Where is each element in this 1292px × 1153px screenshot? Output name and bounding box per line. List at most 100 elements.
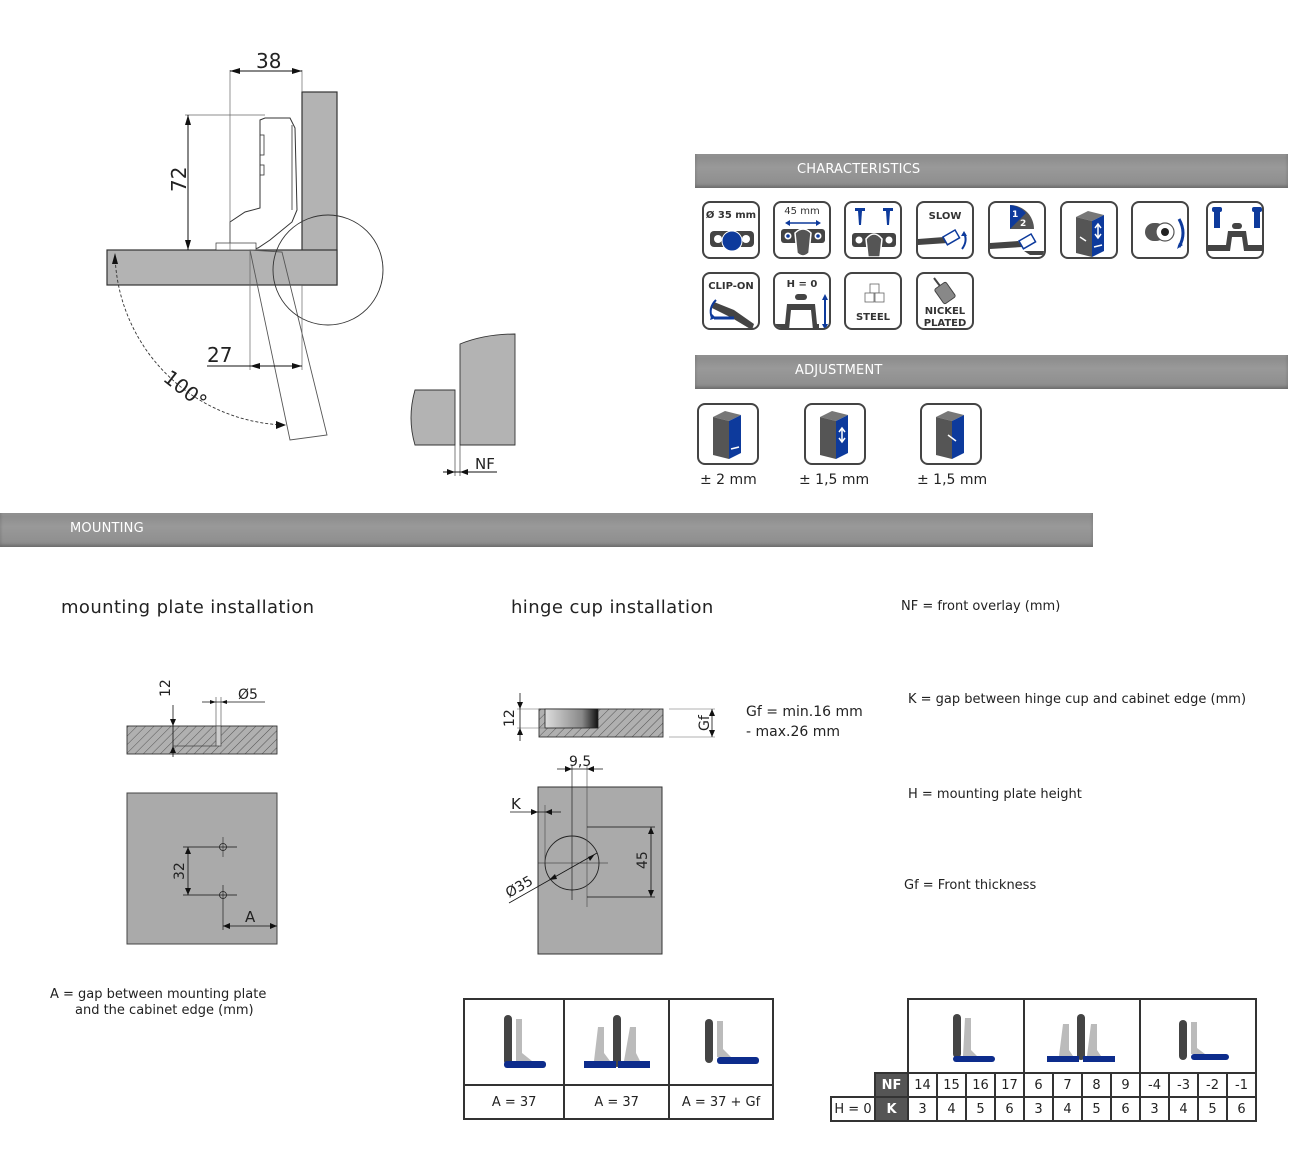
cup-offset-label: 9,5 [569, 754, 591, 770]
steel-icon: STEEL [844, 272, 902, 330]
cup-front-drawing: 9,5 K 45 Ø35 [503, 754, 663, 955]
opened-door-outline [249, 249, 328, 441]
svg-text:1: 1 [1012, 210, 1018, 220]
plate-depth-label: 12 [158, 679, 174, 697]
screw-fixing-icon [844, 201, 902, 259]
side-piece [459, 333, 516, 446]
mounting-header: MOUNTING [0, 513, 1093, 547]
cup-diameter-icon: Ø 35 mm [702, 201, 760, 259]
cup-depth-label: 12 [502, 709, 518, 727]
nf-cell: 16 [965, 1072, 996, 1098]
side-adjust-icon [697, 403, 759, 465]
nf-cell: -2 [1197, 1072, 1228, 1098]
door-piece [410, 389, 456, 446]
cup-gf-label: Gf [697, 714, 713, 731]
nf-cell: -4 [1139, 1072, 1170, 1098]
plate-a-label: A [245, 908, 256, 926]
legend-k: K = gap between hinge cup and cabinet ed… [908, 692, 1247, 707]
cup-k-label: K [511, 795, 522, 813]
a-value-cell: A = 37 [563, 1084, 671, 1120]
cup-spacing-label: 45 [635, 851, 651, 869]
mounting-title: MOUNTING [70, 521, 144, 536]
hinge-body [229, 117, 298, 251]
plate-spacing-label: 32 [172, 862, 188, 880]
dim-width-label: 38 [256, 49, 281, 73]
plate-section-drawing: 12 Ø5 [126, 679, 278, 757]
overlay-detail-drawing: NF [410, 333, 516, 476]
nf-cell: 8 [1081, 1072, 1112, 1098]
half-overlay-diagram [563, 998, 671, 1086]
dim-height-label: 72 [167, 167, 191, 192]
adjustment-title: ADJUSTMENT [795, 363, 883, 378]
clip-on-icon: CLIP-ON [702, 272, 760, 330]
k-cell: 3 [1023, 1096, 1054, 1122]
overlay-label: NF [475, 455, 495, 473]
k-cell: 4 [1052, 1096, 1083, 1122]
nf-cell: 6 [1023, 1072, 1054, 1098]
k-cell: 6 [1226, 1096, 1257, 1122]
k-row: H = 0 K 3 4 5 6 3 4 5 6 3 4 5 6 [830, 1096, 1257, 1122]
depth-adjust-value: ± 1,5 mm [917, 472, 988, 488]
k-cell: 5 [1081, 1096, 1112, 1122]
k-cell: 4 [1168, 1096, 1199, 1122]
height-adjust-value: ± 1,5 mm [799, 472, 870, 488]
3d-adjust-icon [1060, 201, 1118, 259]
h-label: H = 0 [830, 1096, 876, 1122]
a-value-cell: A = 37 + Gf [668, 1084, 774, 1120]
nf-cell: 17 [994, 1072, 1025, 1098]
half-overlay-diagram [1023, 998, 1141, 1074]
inset-diagram [668, 998, 774, 1086]
a-legend-line1: A = gap between mounting plate [50, 987, 267, 1002]
nf-row-label: NF [874, 1072, 909, 1098]
plate-height-icon: H = 0 [773, 272, 831, 330]
dim-depth-label: 27 [207, 343, 232, 367]
full-overlay-diagram [907, 998, 1025, 1074]
nf-row: NF 14 15 16 17 6 7 8 9 -4 -3 -2 -1 [831, 1072, 1257, 1098]
height-adjust-icon [804, 403, 866, 465]
nf-cell: -1 [1226, 1072, 1257, 1098]
soft-close-icon: SLOW [916, 201, 974, 259]
nickel-plated-icon: NICKEL PLATED [916, 272, 974, 330]
cup-section-drawing: 12 Gf [502, 693, 715, 741]
legend-h: H = mounting plate height [908, 787, 1082, 802]
k-cell: 3 [1139, 1096, 1170, 1122]
nf-cell: 15 [936, 1072, 967, 1098]
dim-angle-label: 100° [159, 365, 212, 414]
k-cell: 6 [1110, 1096, 1141, 1122]
nf-cell: 9 [1110, 1072, 1141, 1098]
nf-cell: 14 [907, 1072, 938, 1098]
legend-nf: NF = front overlay (mm) [901, 599, 1061, 614]
gf-range-line1: Gf = min.16 mm [746, 704, 863, 720]
k-cell: 6 [994, 1096, 1025, 1122]
nf-cell: 7 [1052, 1072, 1083, 1098]
plate-front-drawing: 32 A [126, 792, 278, 945]
door-panel [106, 249, 338, 286]
k-cell: 4 [936, 1096, 967, 1122]
inset-diagram [1139, 998, 1257, 1074]
k-cell: 3 [907, 1096, 938, 1122]
plate-hole-label: Ø5 [238, 687, 258, 703]
gf-range-line2: - max.26 mm [746, 724, 840, 740]
characteristics-header: CHARACTERISTICS [695, 154, 1288, 188]
svg-text:2: 2 [1020, 219, 1026, 229]
k-row-label: K [874, 1096, 909, 1122]
characteristics-title: CHARACTERISTICS [797, 162, 921, 177]
a-value-table: A = 37 A = 37 A = 37 + Gf [462, 998, 774, 1120]
side-adjust-value: ± 2 mm [700, 472, 757, 488]
nf-cell: -3 [1168, 1072, 1199, 1098]
detail-circle [272, 214, 384, 326]
full-overlay-diagram [462, 998, 566, 1086]
cam-adjust-icon [1131, 201, 1189, 259]
hinge-section-drawing: 38 72 27 100° [106, 49, 384, 441]
legend-gf: Gf = Front thickness [904, 878, 1037, 893]
plate-installation-heading: mounting plate installation [61, 597, 315, 618]
hole-distance-icon: 45 mm [773, 201, 831, 259]
k-cell: 5 [965, 1096, 996, 1122]
a-legend-line2: and the cabinet edge (mm) [75, 1003, 254, 1018]
adjustment-header: ADJUSTMENT [695, 355, 1288, 389]
plate-screws-icon [1206, 201, 1264, 259]
depth-adjust-icon [920, 403, 982, 465]
cup-installation-heading: hinge cup installation [511, 597, 714, 618]
nf-k-table: NF 14 15 16 17 6 7 8 9 -4 -3 -2 -1 H = 0… [830, 998, 1257, 1122]
